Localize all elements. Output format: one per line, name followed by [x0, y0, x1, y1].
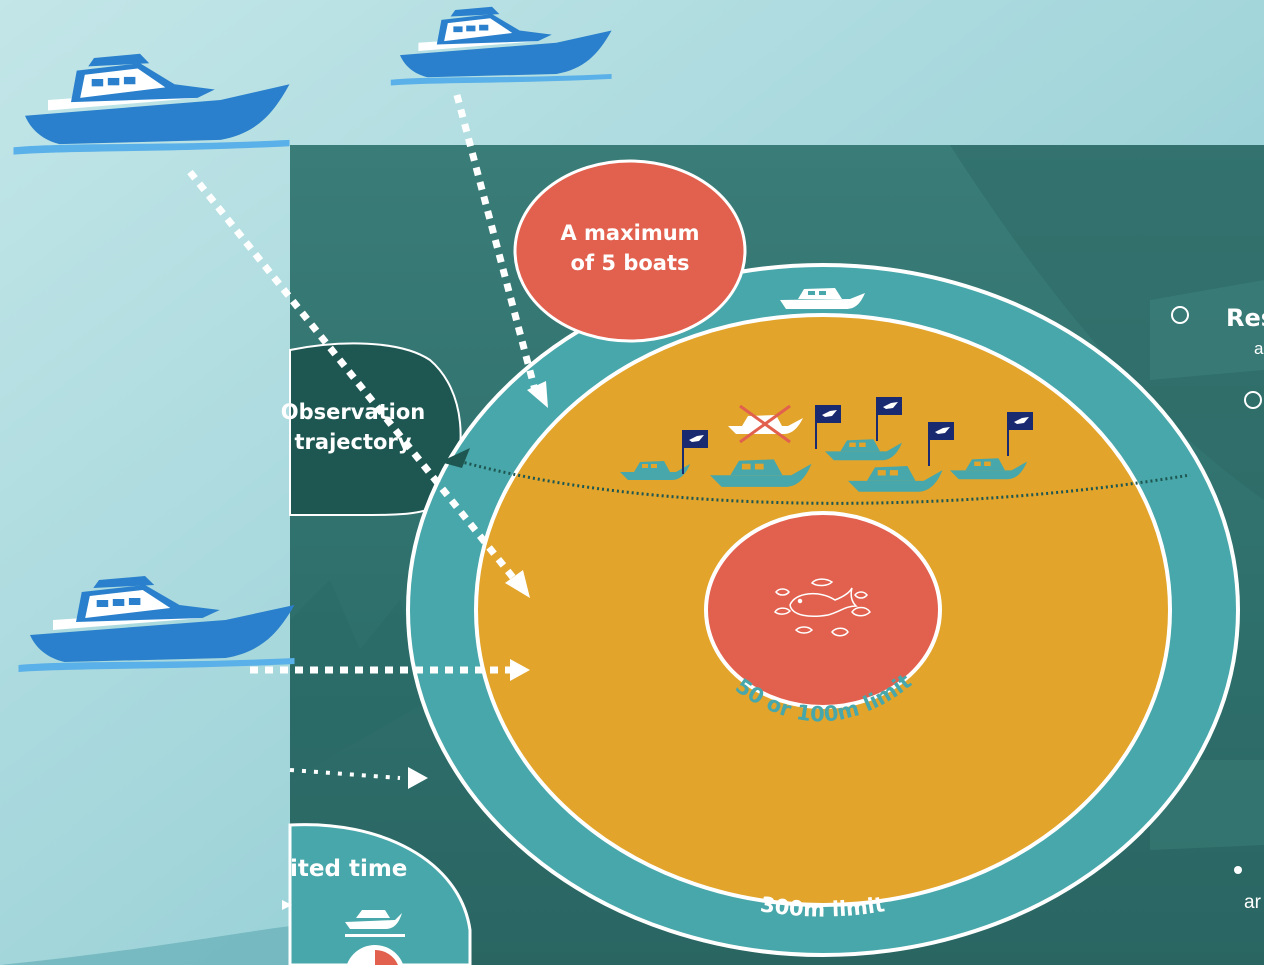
approach-arrows: [187, 94, 548, 789]
max-boats-line2: of 5 boats: [571, 251, 690, 275]
observation-trajectory-bubble: Observation trajectory: [281, 342, 462, 516]
observation-label-line2: trajectory: [295, 430, 412, 454]
side-note-2: a: [1254, 339, 1264, 358]
ring-boat-icon: [780, 288, 865, 309]
whale-group-icon: [774, 578, 871, 637]
limited-time-bubble: ited time: [282, 823, 472, 965]
small-boat-icon: [345, 910, 405, 937]
max-boats-badge: A maximum of 5 boats: [513, 159, 747, 343]
trajectory-arrowhead: [440, 448, 470, 468]
limited-time-label: ited time: [290, 856, 407, 882]
exclusion-core: [704, 511, 942, 709]
side-note-3: ar: [1244, 892, 1262, 913]
timer-icon: [346, 945, 404, 965]
observation-label-line1: Observation: [281, 400, 425, 424]
side-note-1: Res: [1226, 304, 1264, 332]
max-boats-line1: A maximum: [560, 221, 699, 245]
observation-path: [454, 458, 1191, 505]
crossed-boat-icon: [728, 404, 803, 444]
side-notes: Res a ar: [1171, 304, 1264, 913]
sea-wave: [0, 925, 300, 965]
